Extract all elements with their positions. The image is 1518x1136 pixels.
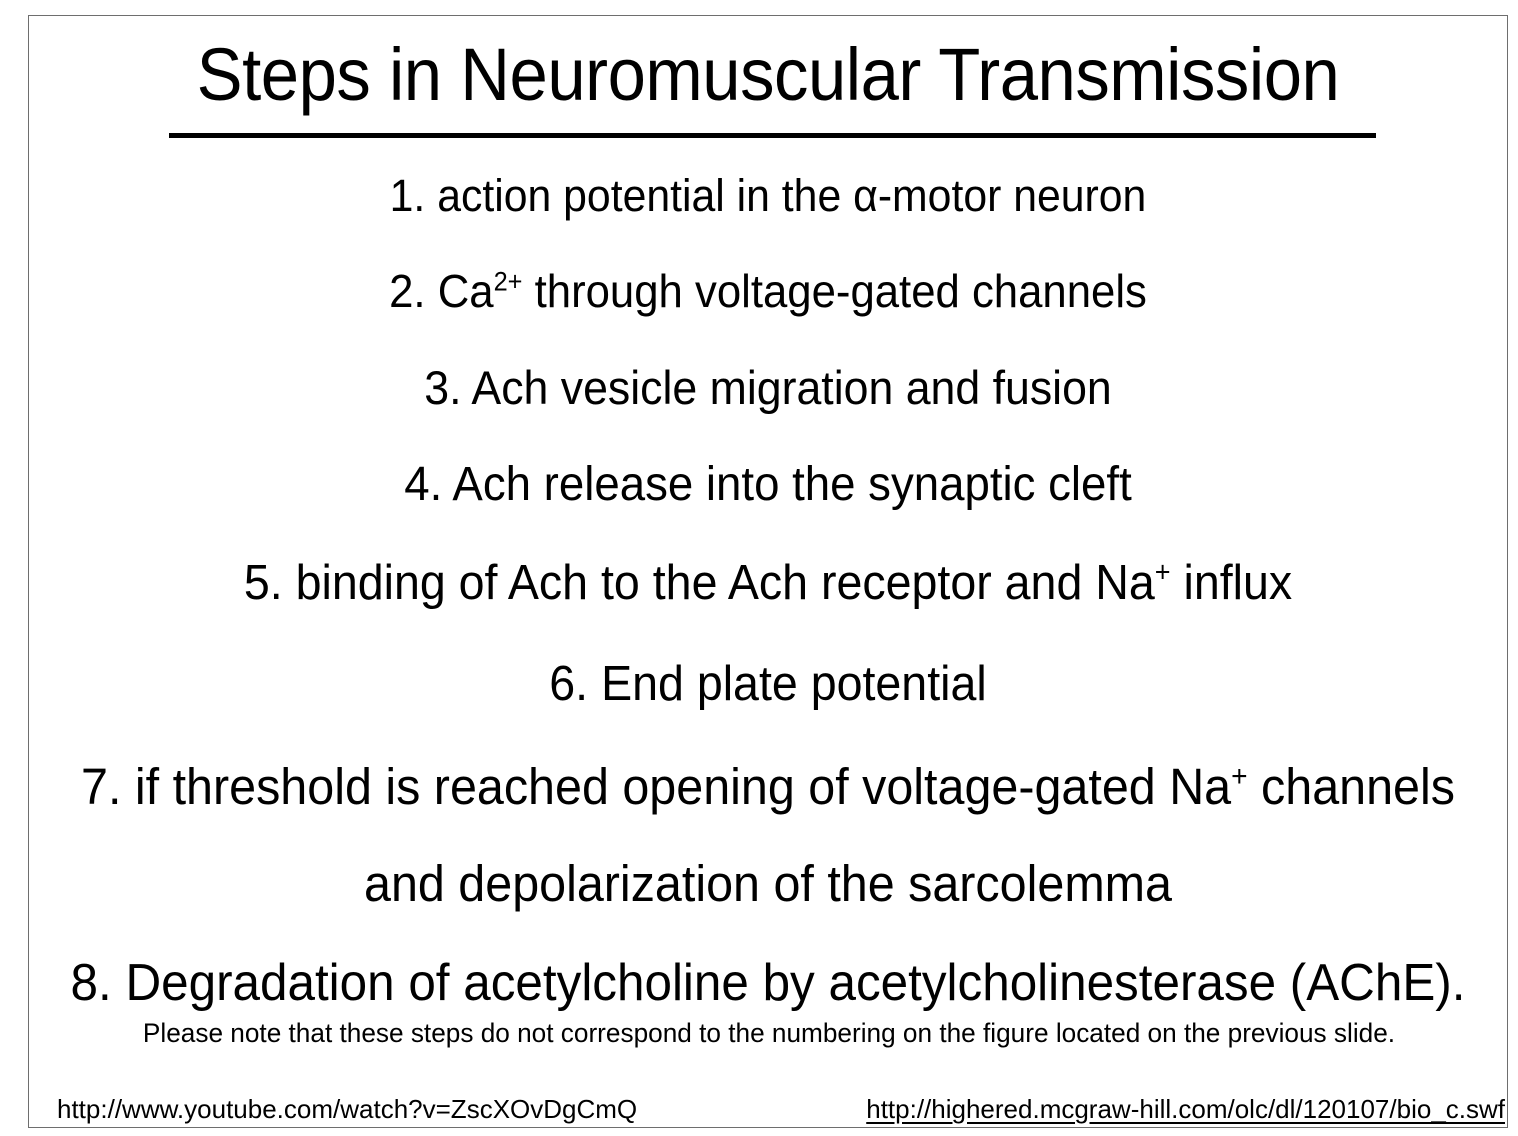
list-item-text: End plate potential: [601, 657, 987, 711]
list-item: 6. End plate potential: [66, 660, 1470, 709]
list-item-number: 6.: [549, 657, 589, 711]
list-item-number: 3.: [424, 361, 462, 414]
list-item: 5. binding of Ach to the Ach receptor an…: [66, 556, 1470, 610]
title-divider-rule: [169, 133, 1376, 138]
list-item-number: 5.: [243, 556, 283, 610]
list-item-text: Degradation of acetylcholine by acetylch…: [125, 954, 1466, 1012]
list-item-text-tail: channels: [1247, 758, 1455, 815]
list-item-continuation: and depolarization of the sarcolemma: [66, 858, 1470, 909]
list-item-number: 4.: [404, 458, 443, 511]
list-item-text: if threshold is reached opening of volta…: [134, 758, 1232, 815]
list-item-text: action potential in the α-motor neuron: [437, 170, 1147, 221]
list-item-text: and depolarization of the sarcolemma: [364, 855, 1172, 912]
list-item-number: 2.: [389, 265, 426, 317]
presentation-slide: Steps in Neuromuscular Transmission 1. a…: [28, 15, 1508, 1128]
superscript-charge: 2+: [493, 266, 523, 297]
list-item: 8. Degradation of acetylcholine by acety…: [66, 957, 1470, 1009]
list-item-text: Ach vesicle migration and fusion: [471, 361, 1112, 414]
footer-links: http://www.youtube.com/watch?v=ZscXOvDgC…: [29, 1094, 1507, 1127]
list-item-number: 7.: [81, 758, 122, 815]
superscript-charge: +: [1231, 760, 1248, 793]
note-text: Please note that these steps do not corr…: [142, 1018, 1396, 1048]
list-item-number: 8.: [70, 954, 112, 1012]
list-item: 4. Ach release into the synaptic cleft: [66, 461, 1470, 509]
list-item-text: Ca: [437, 265, 494, 317]
mcgraw-hill-link[interactable]: http://highered.mcgraw-hill.com/olc/dl/1…: [866, 1094, 1505, 1124]
page-title: Steps in Neuromuscular Transmission: [196, 33, 1340, 116]
list-item: 3. Ach vesicle migration and fusion: [66, 364, 1470, 411]
superscript-charge: +: [1154, 556, 1171, 589]
list-item: 1. action potential in the α-motor neuro…: [66, 173, 1470, 218]
list-item-text-tail: influx: [1170, 556, 1293, 610]
list-item-text: Ach release into the synaptic cleft: [452, 458, 1132, 511]
steps-list: 1. action potential in the α-motor neuro…: [29, 151, 1507, 1009]
list-item: 2. Ca2+ through voltage-gated channels: [66, 268, 1470, 314]
list-item-text-tail: through voltage-gated channels: [522, 265, 1147, 317]
title-block: Steps in Neuromuscular Transmission: [29, 16, 1507, 112]
youtube-link[interactable]: http://www.youtube.com/watch?v=ZscXOvDgC…: [57, 1094, 638, 1124]
list-item-number: 1.: [389, 170, 426, 221]
list-item: 7. if threshold is reached opening of vo…: [66, 761, 1470, 812]
list-item-text: binding of Ach to the Ach receptor and N…: [295, 556, 1155, 610]
